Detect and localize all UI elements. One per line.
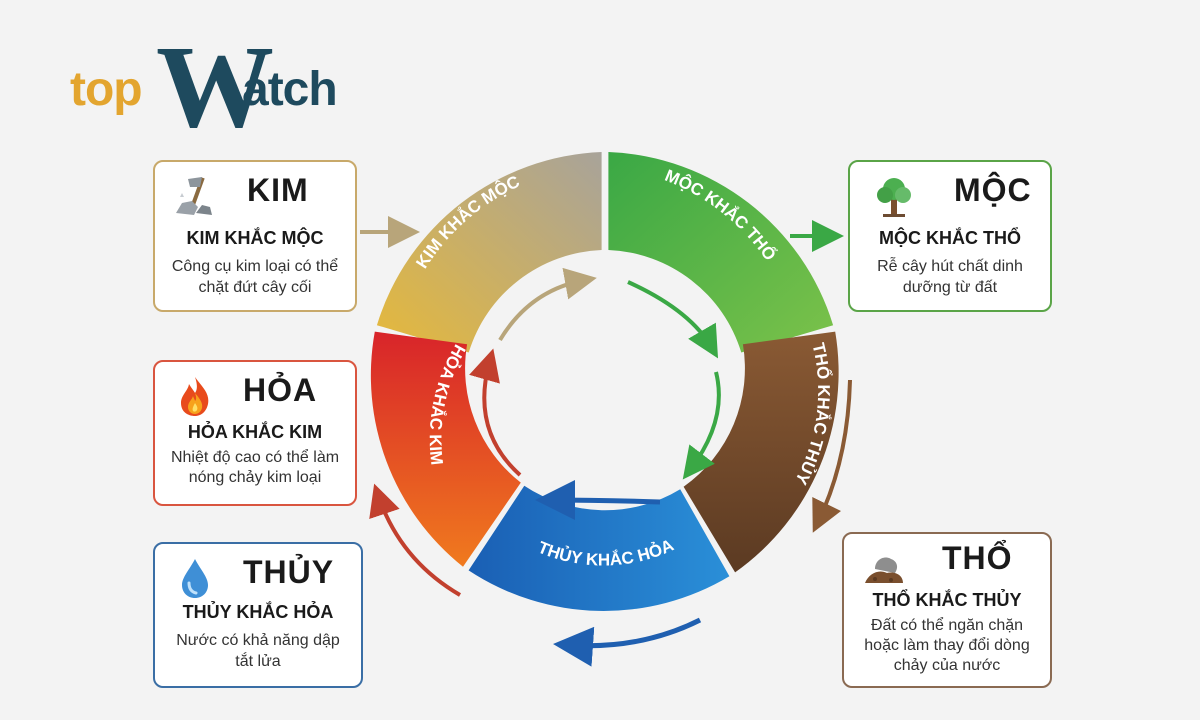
- logo-prefix: top: [70, 63, 143, 116]
- card-description: Đất có thể ngăn chặn hoặc làm thay đổi d…: [864, 617, 1030, 674]
- card-rule: KIM KHẮC MỘC: [186, 228, 324, 248]
- card-title: KIM: [247, 172, 309, 208]
- inner-arrow-tho-thuy: [682, 371, 721, 480]
- card-title: THỔ: [942, 540, 1013, 576]
- segment-thuy: [468, 485, 730, 611]
- card-rule: THỔ KHẮC THỦY: [872, 590, 1022, 610]
- tree-icon: [868, 170, 920, 222]
- card-description: Công cụ kim loại có thể chặt đứt cây cối: [171, 258, 339, 296]
- segment-tho: [683, 331, 839, 573]
- card-moc: MỘC MỘC KHẮC THỔ Rễ cây hút chất dinh dư…: [848, 160, 1052, 312]
- outer-arrow-thuy: [553, 617, 702, 667]
- outer-arrow-tho: [812, 379, 852, 533]
- inner-arrow-kim-moc: [498, 267, 597, 342]
- card-tho: THỔ THỔ KHẮC THỦY Đất có thể ngăn chặn h…: [842, 532, 1052, 688]
- card-title: HỎA: [243, 372, 318, 408]
- card-rule: MỘC KHẮC THỔ: [879, 228, 1021, 248]
- card-title: THỦY: [243, 554, 335, 590]
- card-rule: THỦY KHẮC HỎA: [182, 602, 334, 622]
- segment-hoa: [370, 331, 521, 567]
- segment-moc: [608, 152, 834, 353]
- inner-arrow-thuy-hoa: [535, 480, 661, 521]
- fire-icon: [169, 370, 221, 422]
- outer-arrow-hoa: [369, 483, 462, 597]
- soil-rock-icon: [858, 542, 910, 594]
- card-kim: KIM KIM KHẮC MỘC Công cụ kim loại có thể…: [153, 160, 357, 312]
- segment-kim: [376, 152, 602, 353]
- card-description: Nước có khả năng dập tắt lửa: [176, 632, 340, 670]
- card-description: Nhiệt độ cao có thể làm nóng chảy kim lo…: [170, 449, 340, 486]
- inner-arrow-hoa-kim: [469, 348, 522, 477]
- inner-arrow-moc-tho: [627, 280, 719, 359]
- card-title: MỘC: [954, 172, 1032, 208]
- card-description: Rễ cây hút chất dinh dưỡng từ đất: [877, 258, 1023, 296]
- card-rule: HỎA KHẮC KIM: [187, 422, 323, 442]
- water-drop-icon: [169, 552, 221, 604]
- logo-suffix: atch: [242, 63, 338, 116]
- axe-rock-icon: [169, 170, 221, 222]
- card-hoa: HỎA HỎA KHẮC KIM Nhiệt độ cao có thể làm…: [153, 360, 357, 506]
- topwatch-logo: top W atch: [70, 28, 360, 146]
- card-thuy: THỦY THỦY KHẮC HỎA Nước có khả năng dập …: [153, 542, 363, 688]
- logo-w: W: [156, 21, 274, 152]
